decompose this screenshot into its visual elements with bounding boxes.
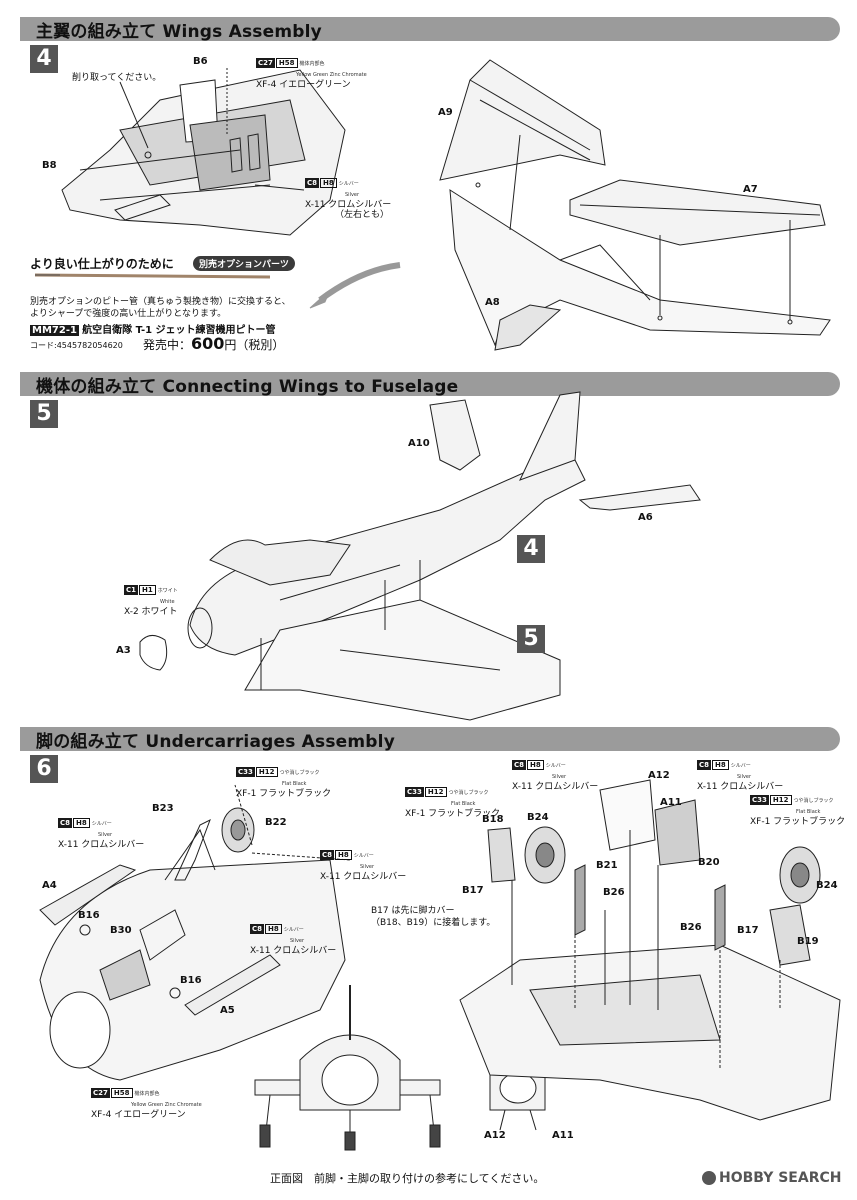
part-b26-right: B26 — [680, 922, 702, 933]
b17-note-line2: （B18、B19）に接着します。 — [371, 918, 496, 928]
part-a12: A12 — [648, 770, 670, 781]
option-product-code: MM72-1 — [30, 325, 79, 336]
part-b16-left: B16 — [78, 910, 100, 921]
cut-note: 削り取ってください。 — [72, 73, 162, 83]
part-b23: B23 — [152, 803, 174, 814]
part-a10: A10 — [408, 438, 430, 449]
part-a4: A4 — [42, 880, 57, 891]
part-a7: A7 — [743, 184, 758, 195]
part-b21: B21 — [596, 860, 618, 871]
option-jan-code: コード:4545782054620 — [30, 341, 123, 350]
part-b16-right: B16 — [180, 975, 202, 986]
option-text-1: 別売オプションのピトー管（真ちゅう製挽き物）に交換すると、 — [30, 297, 291, 307]
main-gear-drawing — [459, 779, 841, 1121]
part-b22: B22 — [265, 817, 287, 828]
part-b8: B8 — [42, 160, 57, 171]
section-title-wings: 主翼の組み立て Wings Assembly — [36, 22, 322, 42]
step-number-5: 5 — [30, 400, 58, 428]
full-wing-drawing — [439, 59, 831, 351]
part-a3: A3 — [116, 645, 131, 656]
fuselage-drawing — [139, 391, 701, 721]
option-heading: より良い仕上がりのために — [30, 257, 174, 271]
part-a9: A9 — [438, 107, 453, 118]
option-price-value: 600 — [191, 334, 225, 353]
part-b17-right: B17 — [737, 925, 759, 936]
part-b26-left: B26 — [603, 887, 625, 898]
section-title-undercarriage: 脚の組み立て Undercarriages Assembly — [36, 732, 395, 752]
part-b20: B20 — [698, 857, 720, 868]
step-number-6: 6 — [30, 755, 58, 783]
option-price: 発売中：600円（税別） — [143, 334, 285, 353]
part-b30: B30 — [110, 925, 132, 936]
section-bar-fuselage — [20, 372, 840, 396]
part-b24-right: B24 — [816, 880, 838, 891]
option-badge: 別売オプションパーツ — [193, 256, 295, 271]
section-bar-wings — [20, 17, 840, 41]
step-number-4: 4 — [30, 45, 58, 73]
nose-gear-drawing — [39, 784, 351, 1081]
paint-name: XF-4 イエローグリーン — [256, 80, 351, 90]
hobby-search-logo-icon — [702, 1171, 716, 1185]
option-product: MM72-1 航空自衛隊 T-1 ジェット練習機用ピトー管 — [30, 321, 276, 336]
wing-center-section-drawing — [61, 68, 346, 236]
front-view-note: 正面図 前脚・主脚の取り付けの参考にしてください。 — [270, 1172, 545, 1185]
part-b19: B19 — [797, 936, 819, 947]
reference-step-5: 5 — [517, 625, 545, 653]
part-a5: A5 — [220, 1005, 235, 1016]
part-b24-left: B24 — [527, 812, 549, 823]
part-a11: A11 — [660, 797, 682, 808]
paint-code: C27 — [256, 58, 275, 68]
option-text-2: よりシャープで強度の高い仕上がりとなります。 — [30, 309, 227, 319]
section-title-fuselage: 機体の組み立て Connecting Wings to Fuselage — [36, 377, 459, 397]
reference-step-4: 4 — [517, 535, 545, 563]
part-a12-front: A12 — [484, 1130, 506, 1141]
paint-code-alt: H58 — [275, 58, 298, 68]
b17-note-line1: B17 は先に脚カバー — [371, 906, 455, 916]
section-bar-undercarriage — [20, 727, 840, 751]
part-a11-front: A11 — [552, 1130, 574, 1141]
part-b17-left: B17 — [462, 885, 484, 896]
part-a8: A8 — [485, 297, 500, 308]
option-product-name: 航空自衛隊 T-1 ジェット練習機用ピトー管 — [82, 325, 276, 336]
watermark: HOBBY SEARCH — [702, 1170, 841, 1186]
part-a6: A6 — [638, 512, 653, 523]
part-b18: B18 — [482, 814, 504, 825]
part-b6: B6 — [193, 56, 208, 67]
